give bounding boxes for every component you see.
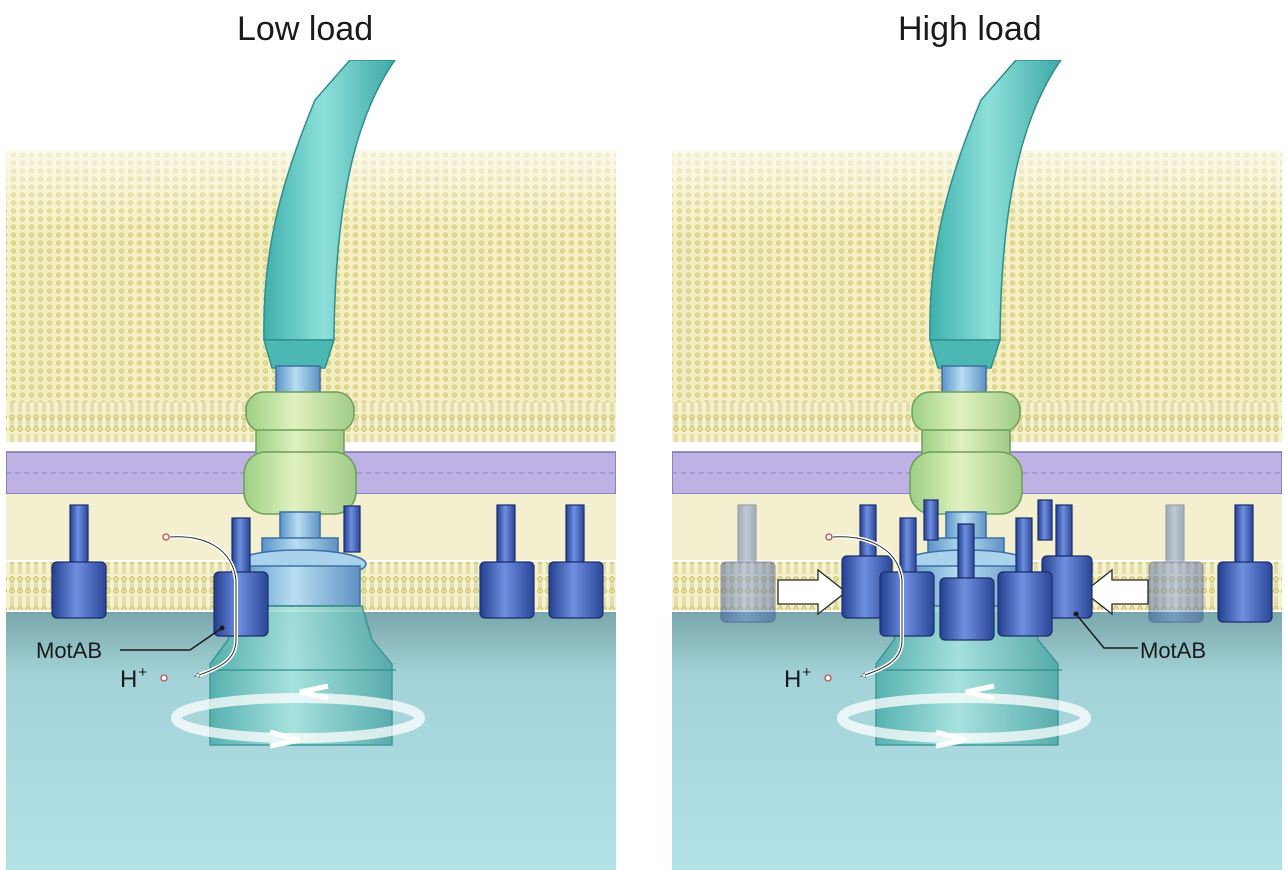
- stator-unit-recruiting: [1148, 504, 1204, 623]
- proton-label-left: H+: [120, 664, 147, 694]
- stator-unit-recruiting: [720, 504, 776, 623]
- c-ring-rotor: [209, 605, 393, 746]
- proton-symbol: H: [784, 666, 802, 693]
- flagellar-filament: [263, 60, 396, 341]
- recruitment-arrow-right: [1082, 568, 1149, 616]
- stator-unit: [479, 504, 535, 619]
- rod: [279, 511, 321, 541]
- p-ring: [921, 429, 1011, 455]
- proton-outside: [162, 533, 170, 541]
- stator-ring: [841, 499, 1093, 641]
- proton-inside: [824, 674, 832, 682]
- proton-label-right: H+: [784, 664, 811, 694]
- p-ring: [255, 429, 345, 455]
- motab-label-right: MotAB: [1140, 638, 1207, 663]
- hook: [275, 365, 321, 397]
- panel-title-high-load: High load: [898, 10, 1042, 48]
- proton-inside: [160, 674, 168, 682]
- panel-high-load: [672, 60, 1282, 870]
- l-ring: [911, 391, 1021, 433]
- proton-charge: +: [138, 664, 148, 681]
- proton-charge: +: [802, 664, 812, 681]
- stator-unit: [548, 504, 604, 619]
- proton-symbol: H: [120, 666, 138, 693]
- l-ring: [245, 391, 355, 433]
- motab-leader-line: [120, 627, 223, 651]
- motab-leader-line: [1075, 613, 1138, 649]
- proton-outside: [825, 533, 833, 541]
- recruitment-arrow-left: [777, 568, 848, 616]
- stator-unit: [51, 504, 107, 619]
- panel-low-load: [6, 60, 616, 870]
- stator-unit: [1217, 504, 1273, 623]
- motab-label-left: MotAB: [36, 638, 103, 663]
- stator-unit: [343, 505, 361, 553]
- panel-title-low-load: Low load: [237, 10, 374, 48]
- flagellar-filament: [929, 60, 1062, 341]
